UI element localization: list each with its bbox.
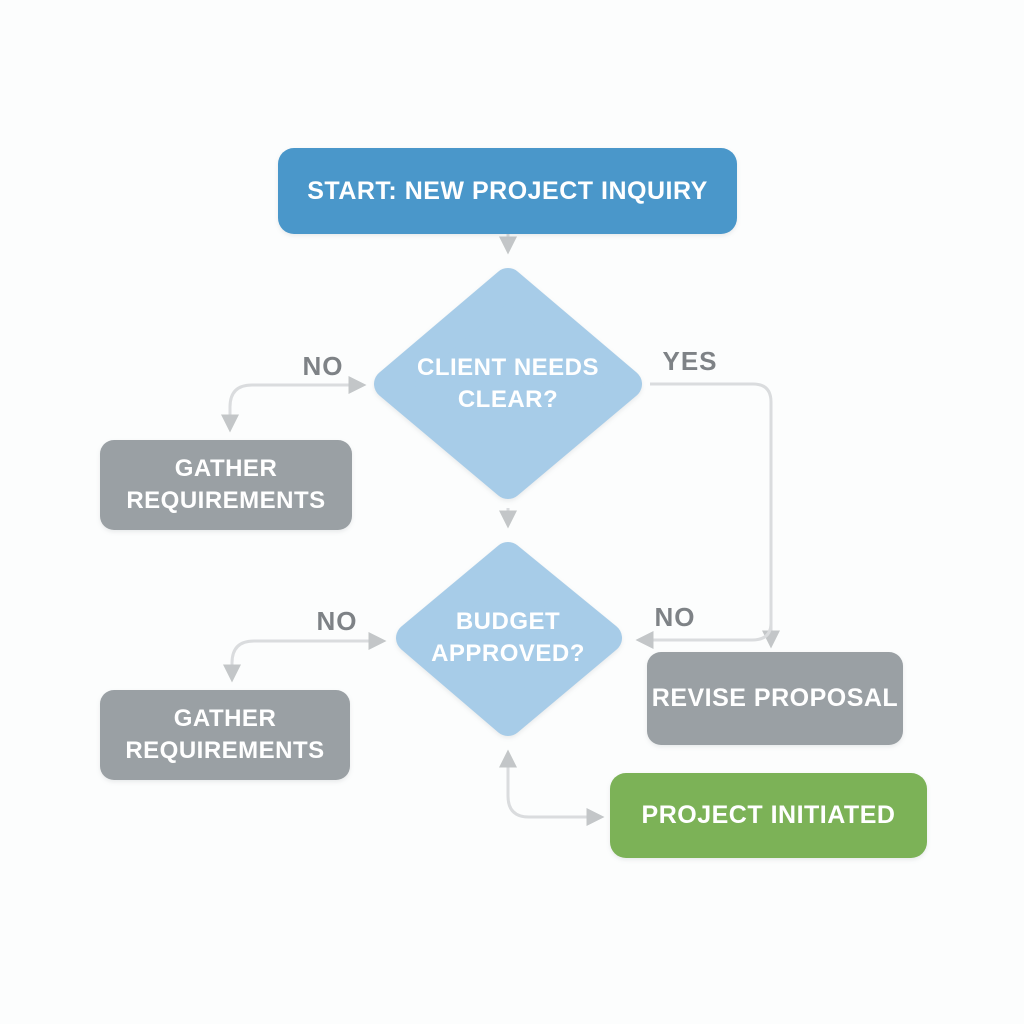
revise-proposal-shape <box>647 652 903 745</box>
decision-client-needs-label-line1: CLIENT NEEDS <box>416 354 599 382</box>
gather-requirements-2-label: GATHER REQUIREMENTS <box>100 690 350 780</box>
decision-client-needs-shape <box>374 268 642 499</box>
edge-budget-no-to-gather-2 <box>223 632 387 683</box>
edge-budget-no-right-branch <box>635 614 773 649</box>
edge-label-client-needs-no: NO <box>302 350 344 381</box>
edge-label-budget-no-right: NO <box>654 601 696 632</box>
start-node-shape <box>278 148 737 234</box>
gather-requirements-2-shape <box>100 690 350 780</box>
gather-requirements-1-label-line2: REQUIREMENTS <box>126 487 326 514</box>
decision-budget-label: BUDGET APPROVED? <box>398 582 618 694</box>
decision-budget-shape <box>396 542 622 736</box>
decision-budget-label-line2: APPROVED? <box>431 640 585 667</box>
gather-requirements-1-label: GATHER REQUIREMENTS <box>100 440 352 530</box>
edge-label-budget-no-left: NO <box>316 605 358 636</box>
project-initiated-shape <box>610 773 927 858</box>
gather-requirements-1-label-line1: GATHER <box>174 455 278 483</box>
start-node-label: START: NEW PROJECT INQUIRY <box>307 176 708 205</box>
decision-client-needs-label-line2: CLEAR? <box>457 386 559 413</box>
edge-label-client-needs-yes: YES <box>662 345 718 376</box>
decision-client-needs-label: CLIENT NEEDS CLEAR? <box>378 318 638 450</box>
gather-requirements-2-label-line2: REQUIREMENTS <box>125 737 325 764</box>
decision-budget-label-line1: BUDGET <box>455 608 561 636</box>
edge-client-needs-yes-to-revise <box>650 382 780 649</box>
revise-proposal-label: REVISE PROPOSAL <box>651 684 899 712</box>
project-initiated-label: PROJECT INITIATED <box>641 801 896 829</box>
edge-client-needs-no-to-gather-1 <box>221 376 367 433</box>
gather-requirements-2-label-line1: GATHER <box>173 705 277 733</box>
edge-budget-to-project-initiated <box>499 749 605 826</box>
gather-requirements-1-shape <box>100 440 352 530</box>
